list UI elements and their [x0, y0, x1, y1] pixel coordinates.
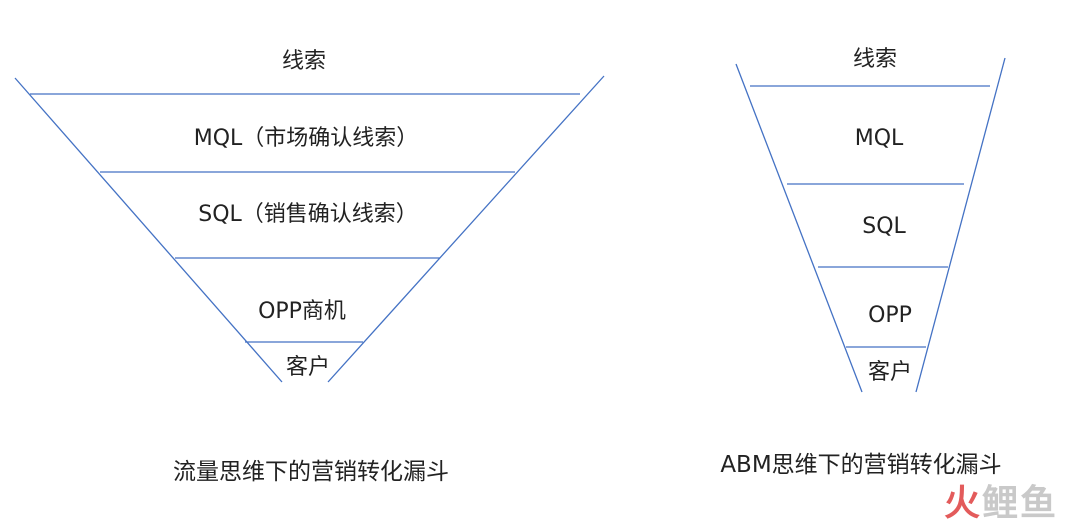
right-funnel-left-edge — [735, 63, 863, 393]
right-funnel — [735, 57, 1006, 393]
right-level-opp: OPP — [868, 303, 912, 328]
right-funnel-caption: ABM思维下的营销转化漏斗 — [720, 452, 1002, 478]
right-level-mql: MQL — [854, 126, 904, 151]
right-level-leads: 线索 — [852, 47, 898, 72]
right-level-sql: SQL — [862, 214, 906, 239]
left-level-sql: SQL（销售确认线索） — [198, 202, 418, 227]
left-level-customer: 客户 — [285, 355, 331, 380]
left-level-mql: MQL（市场确认线索） — [193, 126, 419, 151]
right-funnel-right-edge — [915, 57, 1006, 393]
left-funnel — [14, 75, 605, 383]
left-level-leads: 线索 — [281, 49, 327, 74]
left-level-opp: OPP商机 — [258, 299, 346, 324]
right-level-customer: 客户 — [867, 360, 913, 385]
watermark-logo: 火鲤鱼 — [944, 474, 1058, 526]
left-funnel-caption: 流量思维下的营销转化漏斗 — [173, 459, 449, 485]
left-funnel-left-edge — [14, 77, 283, 383]
watermark-first-char: 火 — [943, 483, 982, 524]
left-funnel-right-edge — [327, 75, 605, 383]
watermark-rest: 鲤鱼 — [981, 483, 1058, 524]
